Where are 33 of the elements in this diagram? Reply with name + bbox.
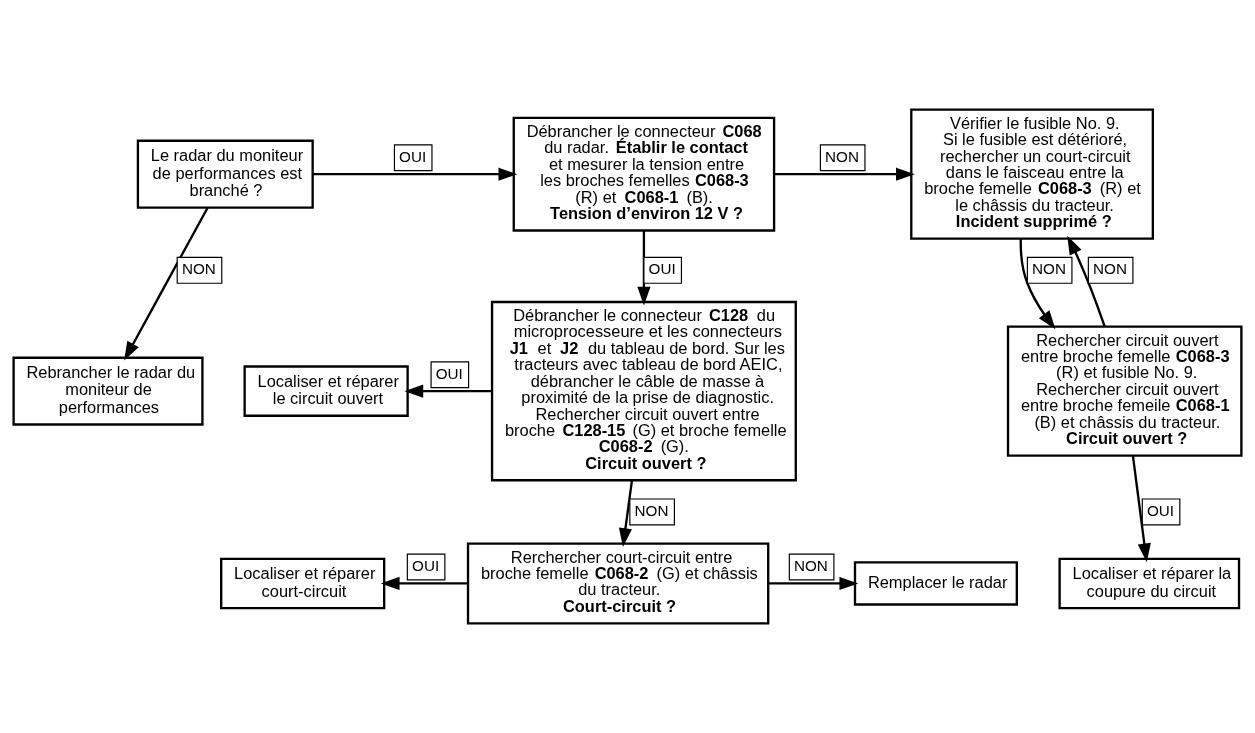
arrow: [1067, 235, 1106, 327]
node-box: Rechercher circuit ouvert entre broche femelle C068-3 (R) et fusible No. 9. Rechercher circuit ouvert entre broche femeile C068-1 (B) et châssis du tracteur. Circuit ouvert ?: [1006, 325, 1243, 457]
node-box: Localiser et réparer la coupure du circuit: [1058, 557, 1241, 610]
node-box: Rebrancher le radar du moniteur de performances: [12, 356, 204, 426]
edge-label: NON: [1032, 260, 1066, 278]
edge-label: OUI: [435, 364, 463, 382]
edge-label: NON: [634, 501, 669, 519]
edge-label: OUI: [648, 260, 676, 278]
arrow: [404, 384, 492, 398]
arrow: [637, 230, 651, 306]
node-box: Débrancher le connecteur C128 du microprocesseure et les connecteurs J1 et J2 du tableau de bord. Sur les tracteurs avec tableau de bord AEIC, débrancher le câble de masse à proximité de la prise de diagnostic. Rechercher circuit ouvert entre broche C128-15 (G) et broche femelle C068-2 (G). Circuit ouvert ?: [490, 300, 797, 482]
node-box: Débrancher le connecteur C068 du radar. Établir le contact et mesurer la tension entre les broches femelles C068-3 (R) et C068-1 (B). Tension d’environ 12 V ?: [512, 116, 776, 232]
arrow: [774, 167, 915, 181]
edge-label: NON: [181, 260, 216, 278]
node-box: Remplacer le radar: [853, 561, 1018, 606]
arrow: [313, 167, 518, 181]
arrow: [618, 480, 634, 548]
node-box: Rerchercher court-circuit entre broche femelle C068-2 (G) et châssis du tracteur. Court-circuit ?: [466, 542, 770, 625]
edge-label: OUI: [1146, 501, 1175, 519]
edge-label: OUI: [399, 147, 427, 165]
node-box: Localiser et réparer court-circuit: [220, 557, 386, 610]
arrow: [124, 207, 209, 361]
arrow: [1131, 455, 1151, 563]
edge-label: NON: [825, 147, 859, 165]
edge-label: OUI: [412, 557, 440, 575]
node-box: Localiser et réparer le circuit ouvert: [243, 365, 409, 417]
arrow: [380, 576, 468, 590]
edge-label: NON: [1093, 260, 1127, 278]
node-box: Vérifier le fusible No. 9. Si le fusible est détérioré, rechercher un court-circuit dans le faisceau entre la broche femelle C068-3 (R) et le châssis du tracteur. Incident supprimé ?: [910, 108, 1155, 240]
arrow: [768, 576, 859, 590]
edge-label: NON: [794, 557, 828, 575]
node-box: Le radar du moniteur de performances est branché ?: [136, 139, 314, 209]
arrow: [1019, 238, 1056, 330]
